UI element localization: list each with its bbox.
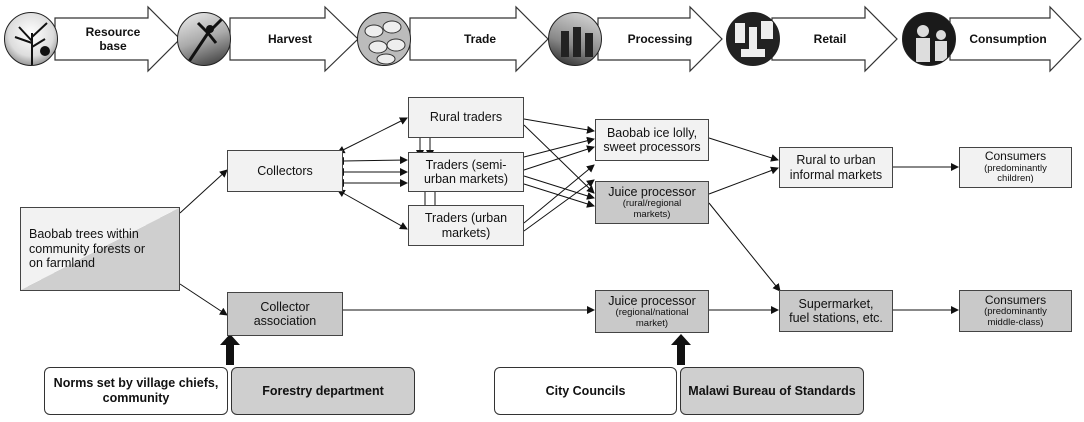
bottles-icon	[561, 27, 593, 57]
juice-processor-national-node: Juice processor (regional/national marke…	[595, 290, 709, 333]
juice-processor-rural-node: Juice processor (rural/regional markets)	[595, 181, 709, 224]
norms-village-chiefs-box: Norms set by village chiefs,community	[44, 367, 228, 415]
collector-association-node: Collector association	[227, 292, 343, 336]
stage-label-processing: Processing	[627, 32, 693, 46]
resource-base-photo	[4, 12, 58, 66]
malawi-bureau-of-standards-box: Malawi Bureau of Standards	[680, 367, 864, 415]
traders-urban-node: Traders (urban markets)	[408, 205, 524, 246]
rural-urban-markets-node: Rural to urban informal markets	[779, 147, 893, 188]
stage-label-harvest: Harvest	[267, 32, 313, 46]
stage-arrow-trade	[409, 5, 549, 73]
baobab-trees-node: Baobab trees within community forests or…	[20, 207, 180, 291]
shop-shelves-icon	[735, 21, 773, 57]
retail-photo	[726, 12, 780, 66]
collectors-node: Collectors	[227, 150, 343, 192]
forestry-department-box: Forestry department	[231, 367, 415, 415]
ice-lolly-processors-node: Baobab ice lolly, sweet processors	[595, 119, 709, 161]
harvest-photo	[177, 12, 231, 66]
stage-arrow-processing	[597, 5, 723, 73]
stage-arrow-retail	[771, 5, 898, 73]
stage-arrow-harvest	[229, 5, 359, 73]
supermarket-node: Supermarket, fuel stations, etc.	[779, 290, 893, 332]
rural-traders-node: Rural traders	[408, 97, 524, 138]
governance-arrow-forestry	[220, 334, 240, 365]
baobab-pods-icon	[364, 20, 406, 65]
stage-arrow-resource-base	[54, 5, 181, 73]
stage-arrow-consumption	[949, 5, 1082, 73]
stage-label-retail: Retail	[813, 32, 847, 46]
tree-icon	[14, 22, 50, 65]
consumers-children-node: Consumers (predominantly children)	[959, 147, 1072, 188]
consumption-photo	[902, 12, 956, 66]
climber-icon	[186, 16, 225, 64]
governance-arrow-standards	[671, 334, 691, 365]
traders-semi-urban-node: Traders (semi- urban markets)	[408, 152, 524, 192]
stage-label-consumption: Consumption	[969, 32, 1047, 46]
people-icon	[916, 25, 947, 62]
city-councils-box: City Councils	[494, 367, 677, 415]
processing-photo	[548, 12, 602, 66]
stage-label-trade: Trade	[463, 32, 496, 46]
consumers-middle-class-node: Consumers (predominantly middle-class)	[959, 290, 1072, 332]
trade-photo	[357, 12, 411, 66]
